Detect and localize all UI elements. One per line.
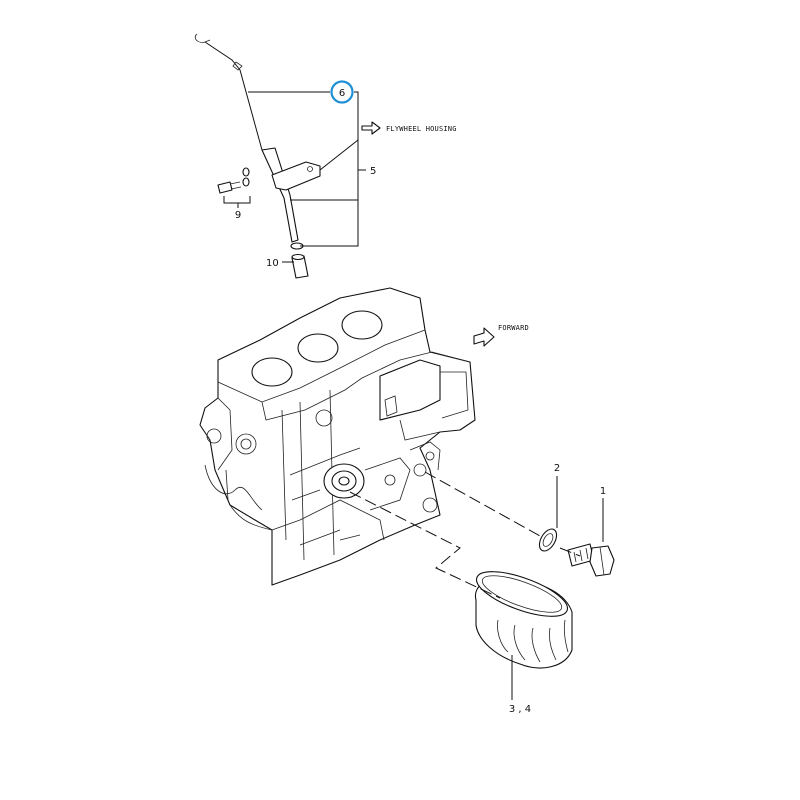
guide-bracket bbox=[271, 161, 321, 191]
dipstick-rod bbox=[204, 41, 263, 151]
dipstick-handle bbox=[194, 33, 211, 43]
engine-block bbox=[199, 287, 476, 586]
oil-filter bbox=[474, 571, 573, 669]
callout-6: 6 bbox=[339, 88, 345, 99]
callout-leaders-top bbox=[223, 91, 366, 263]
drain-plug bbox=[567, 543, 615, 577]
callout-3-4: 3 , 4 bbox=[509, 704, 531, 715]
drain-plug-gasket bbox=[538, 528, 558, 552]
block-outline bbox=[199, 287, 476, 586]
washer-part bbox=[242, 177, 250, 187]
flywheel-housing-arrow-icon bbox=[361, 121, 381, 135]
callout-9: 9 bbox=[235, 210, 241, 221]
flywheel-housing-note: FLYWHEEL HOUSING bbox=[386, 125, 457, 133]
callout-10: 10 bbox=[266, 258, 279, 269]
dipstick-guide-tube bbox=[261, 147, 299, 243]
forward-arrow-icon bbox=[473, 327, 495, 347]
cylinder-bore-1 bbox=[251, 357, 293, 387]
callout-1: 1 bbox=[600, 486, 606, 497]
forward-note: FORWARD bbox=[498, 324, 529, 332]
exploded-view-lines bbox=[349, 471, 581, 599]
callout-leaders-bottom bbox=[511, 476, 604, 700]
callout-2: 2 bbox=[554, 463, 560, 474]
cylinder-bore-3 bbox=[341, 310, 383, 340]
bolt-part bbox=[217, 181, 233, 194]
highlight-ring bbox=[330, 80, 354, 104]
dipstick-assembly bbox=[194, 33, 321, 279]
cylinder-bore-2 bbox=[297, 333, 339, 363]
callout-5: 5 bbox=[370, 166, 376, 177]
